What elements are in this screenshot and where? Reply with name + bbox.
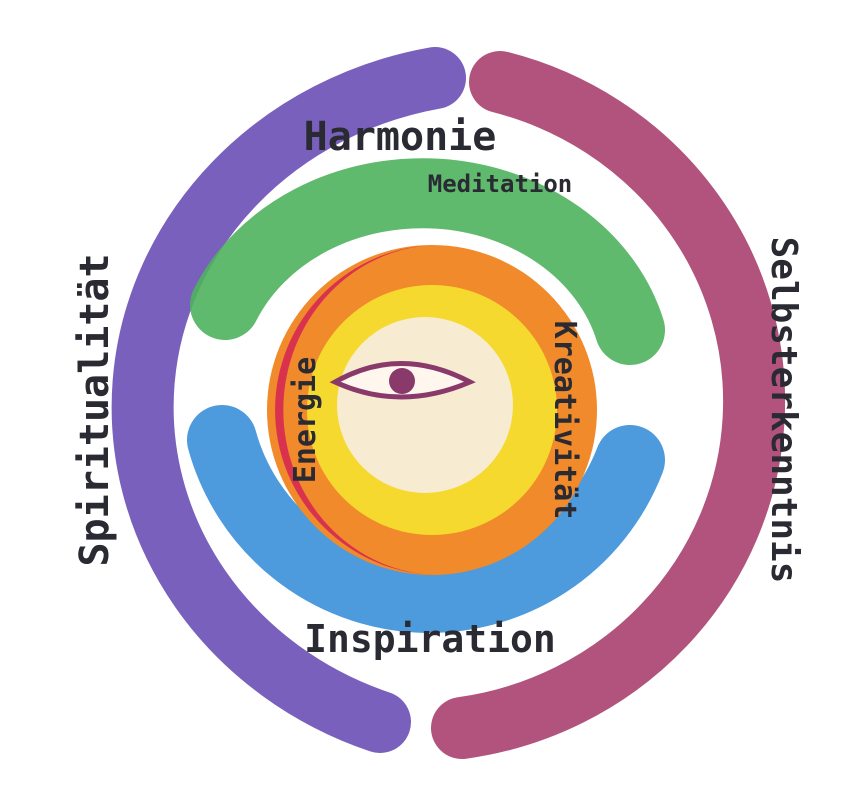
green-arc — [190, 158, 665, 365]
label-spiritualitaet: Spiritualität — [72, 253, 118, 566]
label-meditation: Meditation — [428, 170, 573, 198]
blue-arc — [187, 405, 665, 633]
eye-icon — [329, 361, 476, 400]
label-inspiration: Inspiration — [304, 617, 556, 661]
label-harmonie: Harmonie — [304, 114, 497, 160]
label-selbsterkenntnis: Selbsterkenntnis — [763, 237, 804, 584]
label-energie: Energie — [288, 357, 323, 483]
purple-arc — [111, 47, 466, 753]
center-core — [337, 317, 513, 493]
magenta-arc — [431, 51, 786, 759]
label-kreativitaet: Kreativität — [547, 321, 582, 520]
